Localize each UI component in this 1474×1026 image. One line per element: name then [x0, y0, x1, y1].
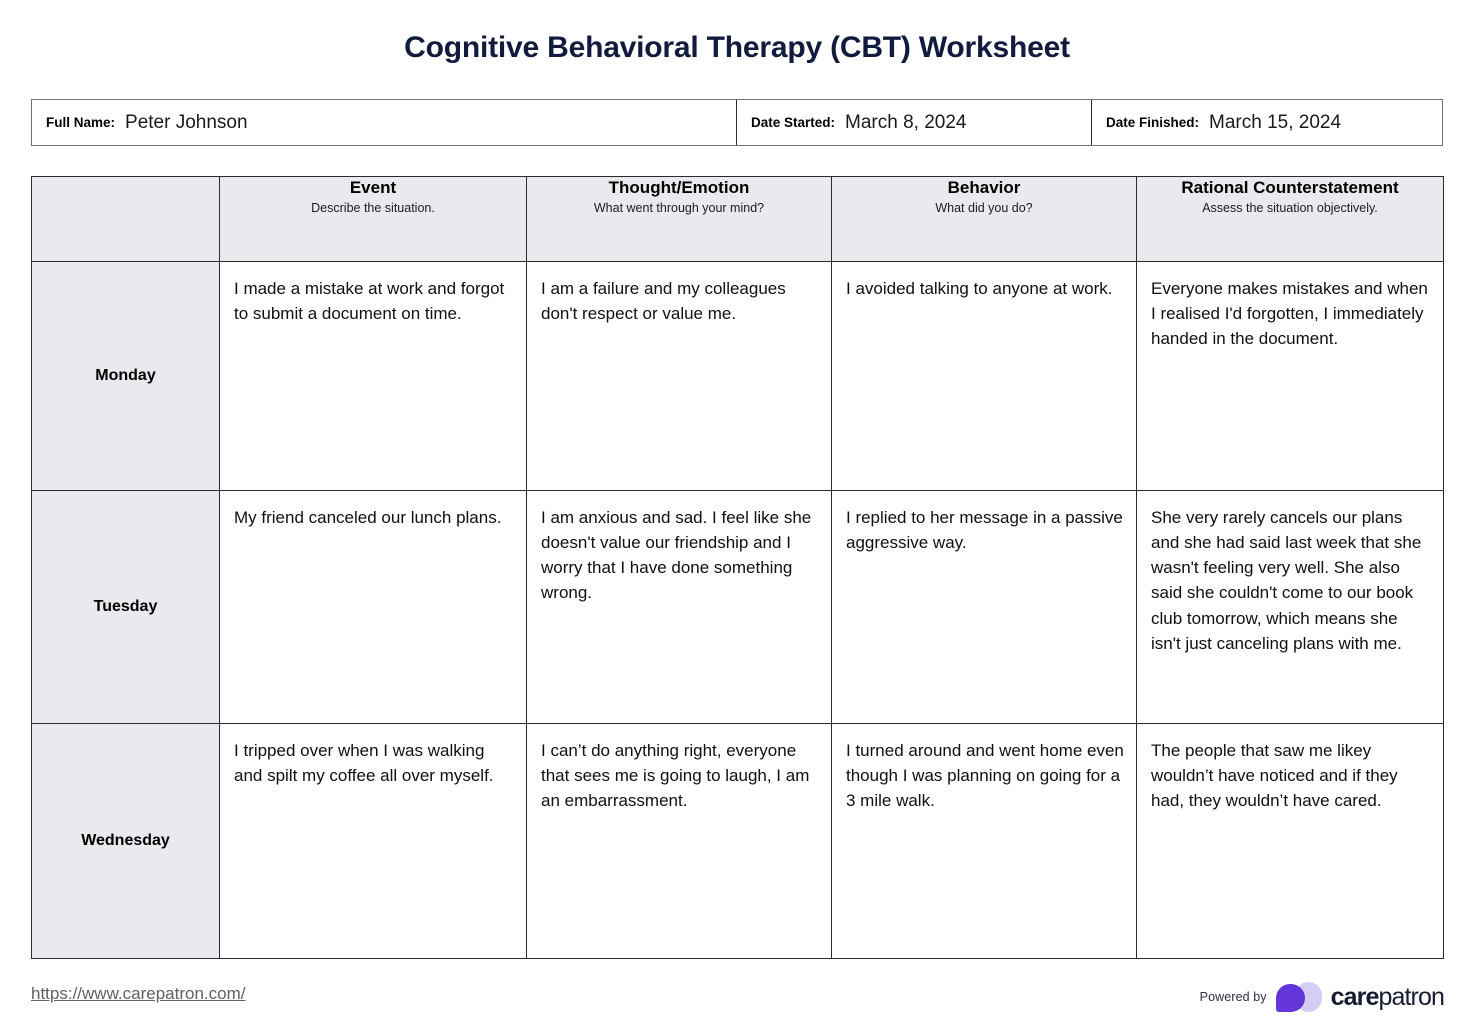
- entry-thought-tuesday[interactable]: I am anxious and sad. I feel like she do…: [526, 490, 832, 724]
- header-sub-thought: What went through your mind?: [593, 201, 765, 216]
- table-row: Tuesday My friend canceled our lunch pla…: [31, 490, 1444, 724]
- header-cell-day: [31, 176, 220, 262]
- carepatron-url-link[interactable]: https://www.carepatron.com/: [31, 984, 246, 1003]
- powered-by-label: Powered by: [1199, 990, 1267, 1004]
- patient-info-bar: Full Name: Peter Johnson Date Started: M…: [31, 99, 1443, 146]
- brand-light-part: patron: [1378, 982, 1445, 1011]
- logo-blob-purple: [1275, 984, 1305, 1012]
- header-cell-thought: Thought/Emotion What went through your m…: [526, 176, 832, 262]
- header-sub-behavior: What did you do?: [935, 201, 1033, 216]
- header-cell-rational: Rational Counterstatement Assess the sit…: [1136, 176, 1444, 262]
- date-started-field[interactable]: Date Started: March 8, 2024: [736, 100, 1091, 145]
- header-title-thought: Thought/Emotion: [608, 178, 750, 197]
- entry-event-wednesday[interactable]: I tripped over when I was walking and sp…: [219, 723, 527, 959]
- date-finished-value: March 15, 2024: [1209, 111, 1342, 133]
- header-cell-behavior: Behavior What did you do?: [831, 176, 1137, 262]
- day-label-tuesday: Tuesday: [31, 490, 220, 724]
- date-started-label: Date Started:: [751, 115, 836, 130]
- full-name-value: Peter Johnson: [125, 111, 248, 133]
- table-row: Monday I made a mistake at work and forg…: [31, 261, 1444, 491]
- header-title-event: Event: [349, 178, 397, 197]
- date-finished-field[interactable]: Date Finished: March 15, 2024: [1091, 100, 1442, 145]
- header-sub-event: Describe the situation.: [311, 201, 435, 216]
- header-cell-event: Event Describe the situation.: [219, 176, 527, 262]
- entry-thought-monday[interactable]: I am a failure and my colleagues don't r…: [526, 261, 832, 491]
- entry-event-tuesday[interactable]: My friend canceled our lunch plans.: [219, 490, 527, 724]
- table-row: Wednesday I tripped over when I was walk…: [31, 723, 1444, 959]
- table-header-row: Event Describe the situation. Thought/Em…: [31, 176, 1444, 262]
- day-label-monday: Monday: [31, 261, 220, 491]
- header-title-rational: Rational Counterstatement: [1181, 178, 1399, 197]
- carepatron-logo-icon: [1275, 982, 1322, 1012]
- page-title: Cognitive Behavioral Therapy (CBT) Works…: [404, 31, 1070, 64]
- carepatron-branding: Powered by carepatron: [1199, 982, 1445, 1012]
- entry-behavior-monday[interactable]: I avoided talking to anyone at work.: [831, 261, 1137, 491]
- brand-bold-part: care: [1330, 982, 1380, 1011]
- entry-thought-wednesday[interactable]: I can’t do anything right, everyone that…: [526, 723, 832, 959]
- page-footer: https://www.carepatron.com/ Powered by c…: [0, 978, 1474, 1026]
- day-label-wednesday: Wednesday: [31, 723, 220, 959]
- entry-rational-wednesday[interactable]: The people that saw me likey wouldn’t ha…: [1136, 723, 1444, 959]
- entry-behavior-tuesday[interactable]: I replied to her message in a passive ag…: [831, 490, 1137, 724]
- full-name-field[interactable]: Full Name: Peter Johnson: [32, 100, 736, 145]
- carepatron-wordmark: carepatron: [1330, 982, 1445, 1011]
- full-name-label: Full Name:: [46, 115, 116, 130]
- date-started-value: March 8, 2024: [845, 111, 967, 133]
- entry-rational-monday[interactable]: Everyone makes mistakes and when I reali…: [1136, 261, 1444, 491]
- cbt-worksheet-table: Event Describe the situation. Thought/Em…: [31, 176, 1444, 959]
- entry-rational-tuesday[interactable]: She very rarely cancels our plans and sh…: [1136, 490, 1444, 724]
- date-finished-label: Date Finished:: [1106, 115, 1200, 130]
- header-sub-rational: Assess the situation objectively.: [1202, 201, 1378, 216]
- entry-event-monday[interactable]: I made a mistake at work and forgot to s…: [219, 261, 527, 491]
- entry-behavior-wednesday[interactable]: I turned around and went home even thoug…: [831, 723, 1137, 959]
- header-title-behavior: Behavior: [947, 178, 1021, 197]
